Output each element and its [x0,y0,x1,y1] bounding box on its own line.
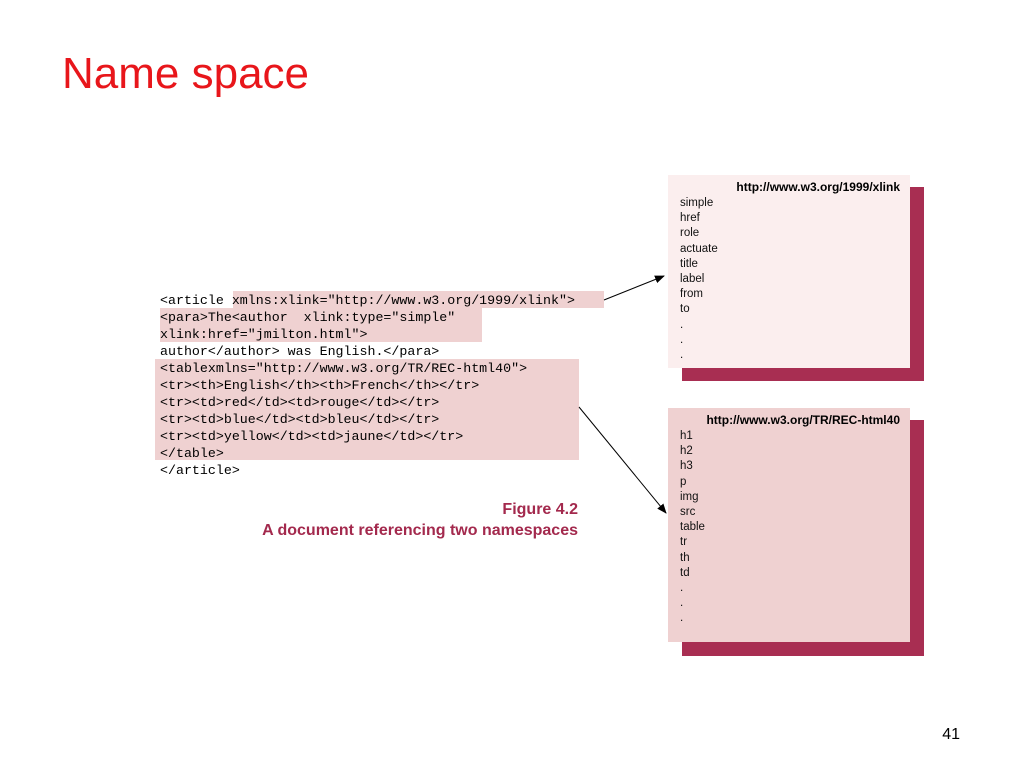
html-item: h3 [680,460,693,473]
xlink-item: title [680,257,698,270]
code-line: <tr><td>blue</td><td>bleu</td></tr> [160,412,440,427]
xlink-item: simple [680,197,714,209]
xlink-namespace-highlight [233,291,604,308]
html-item: p [680,475,687,488]
xlink-namespace-uri: http://www.w3.org/1999/xlink [736,180,900,194]
xlink-item: role [680,227,700,240]
xlink-item: . [680,348,684,361]
html-item: h2 [680,445,693,458]
html-namespace-uri: http://www.w3.org/TR/REC-html40 [706,413,900,427]
html-item: src [680,505,696,518]
page-number: 41 [942,726,960,743]
xlink-item: . [680,333,684,346]
xlink-item: . [680,318,684,331]
xlink-item: href [680,212,700,225]
html-item: tr [680,536,688,549]
html-item: . [680,612,684,625]
figure-number: Figure 4.2 [502,501,578,518]
xlink-item: actuate [680,242,718,255]
xlink-item: label [680,272,705,285]
html-table-highlight [155,359,579,460]
html-namespace-box: http://www.w3.org/TR/REC-html40 h1 h2 h3… [668,408,910,642]
code-line: xlink:href="jmilton.html"> [160,327,368,342]
code-line: </table> [160,446,224,461]
code-line: <tablexmlns="http://www.w3.org/TR/REC-ht… [160,361,528,376]
html-arrow [578,406,667,514]
xlink-item: to [680,303,690,316]
html-item: table [680,521,705,534]
code-line: author</author> was English.</para> [160,344,440,359]
html-item: th [680,551,690,564]
slide-title: Name space [62,49,310,98]
code-line: </article> [160,463,240,478]
html-item: td [680,566,690,579]
html-item: . [680,597,684,610]
xlink-namespace-box: http://www.w3.org/1999/xlink simple href… [668,175,910,368]
figure-caption: A document referencing two namespaces [262,522,578,539]
xlink-item: from [680,288,703,301]
xlink-attribute-highlight [160,308,482,342]
code-line: <para>The<author xlink:type="simple" [160,310,456,325]
code-line: <article xmlns:xlink="http://www.w3.org/… [160,293,575,308]
code-line: <tr><th>English</th><th>French</th></tr> [160,378,480,393]
code-line: <tr><td>yellow</td><td>jaune</td></tr> [160,429,464,444]
html-item: . [680,581,684,594]
code-line: <tr><td>red</td><td>rouge</td></tr> [160,395,440,410]
html-item: h1 [680,430,693,442]
xlink-arrow [603,275,665,301]
html-item: img [680,490,699,503]
